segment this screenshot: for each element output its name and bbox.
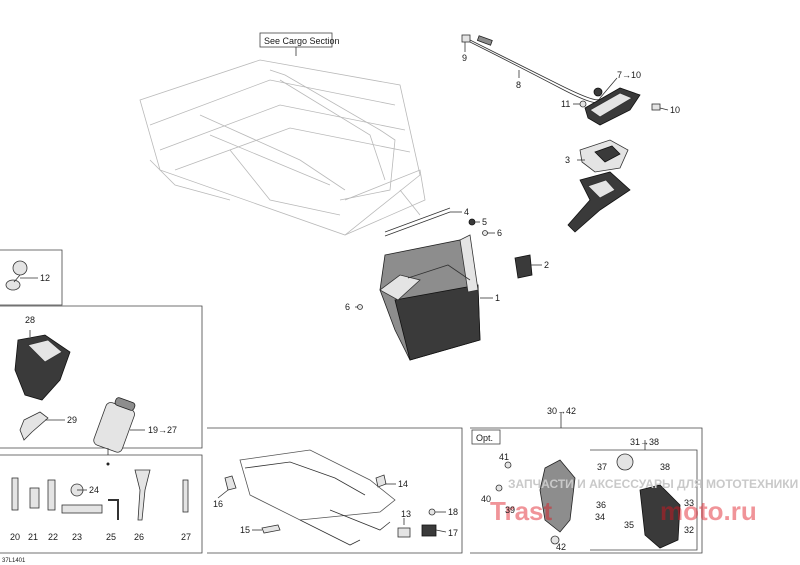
inset-optional-kit: Opt. <box>470 412 703 554</box>
callout-19-27: 19→27 <box>148 425 177 435</box>
cargo-rack-drawing <box>139 59 426 236</box>
callout-40: 40 <box>481 494 491 504</box>
inset-toolkit <box>0 305 203 453</box>
option-tag: Opt. <box>476 433 493 443</box>
callout-28: 28 <box>25 315 35 325</box>
callout-2: 2 <box>544 260 549 270</box>
callout-42: 42 <box>556 542 566 552</box>
callout-33: 33 <box>684 498 694 508</box>
callout-21: 21 <box>28 532 38 542</box>
callout-18: 18 <box>448 507 458 517</box>
watermark-text: ЗАПЧАСТИ И АКСЕССУАРЫ ДЛЯ МОТОТЕХНИКИ <box>508 477 798 491</box>
callout-6a: 6 <box>497 228 502 238</box>
callout-20: 20 <box>10 532 20 542</box>
callout-4: 4 <box>464 207 469 217</box>
drawing-code: 37L1401 <box>2 558 26 564</box>
callout-24: 24 <box>89 485 99 495</box>
callout-15: 15 <box>240 525 250 535</box>
callout-23: 23 <box>72 532 82 542</box>
cargo-section-label: See Cargo Section <box>264 36 340 46</box>
callout-14: 14 <box>398 479 408 489</box>
callout-3: 3 <box>565 155 570 165</box>
callout-8: 8 <box>516 80 521 90</box>
callout-13: 13 <box>401 509 411 519</box>
watermark-brand: Trast <box>490 496 552 526</box>
callout-11: 11 <box>561 99 570 109</box>
callout-16: 16 <box>213 499 223 509</box>
callout-12: 12 <box>40 273 50 283</box>
callouts: 1 2 3 4 5 6 6 7→10 8 9 10 11 12 13 14 15… <box>10 53 694 552</box>
callout-39: 39 <box>505 505 515 515</box>
callout-31-38: 31→38 <box>630 437 659 447</box>
callout-9: 9 <box>462 53 467 63</box>
callout-6b: 6 <box>345 302 350 312</box>
callout-10: 10 <box>670 105 680 115</box>
antenna-assembly <box>461 34 661 126</box>
callout-38: 38 <box>660 462 670 472</box>
watermark: ЗАПЧАСТИ И АКСЕССУАРЫ ДЛЯ МОТОТЕХНИКИ Tr… <box>490 477 798 526</box>
callout-26: 26 <box>134 532 144 542</box>
callout-27: 27 <box>181 532 191 542</box>
callout-1: 1 <box>495 293 500 303</box>
callout-7-10: 7→10 <box>617 70 641 80</box>
callout-36: 36 <box>596 500 606 510</box>
callout-25: 25 <box>106 532 116 542</box>
callout-29: 29 <box>67 415 77 425</box>
callout-17: 17 <box>448 528 458 538</box>
see-cargo-section-note: See Cargo Section <box>259 32 340 56</box>
callout-22: 22 <box>48 532 58 542</box>
inset-mirror <box>0 249 63 306</box>
callout-37: 37 <box>597 462 607 472</box>
inset-tools <box>0 448 203 554</box>
bracket-assembly <box>567 139 631 233</box>
callout-30-42: 30→42 <box>547 406 576 416</box>
callout-35: 35 <box>624 520 634 530</box>
callout-41: 41 <box>499 452 509 462</box>
watermark-domain: moto.ru <box>660 496 757 526</box>
storage-bag-drawing <box>379 207 533 361</box>
leader-lines <box>20 42 669 533</box>
callout-5: 5 <box>482 217 487 227</box>
callout-34: 34 <box>595 512 605 522</box>
callout-32: 32 <box>684 525 694 535</box>
